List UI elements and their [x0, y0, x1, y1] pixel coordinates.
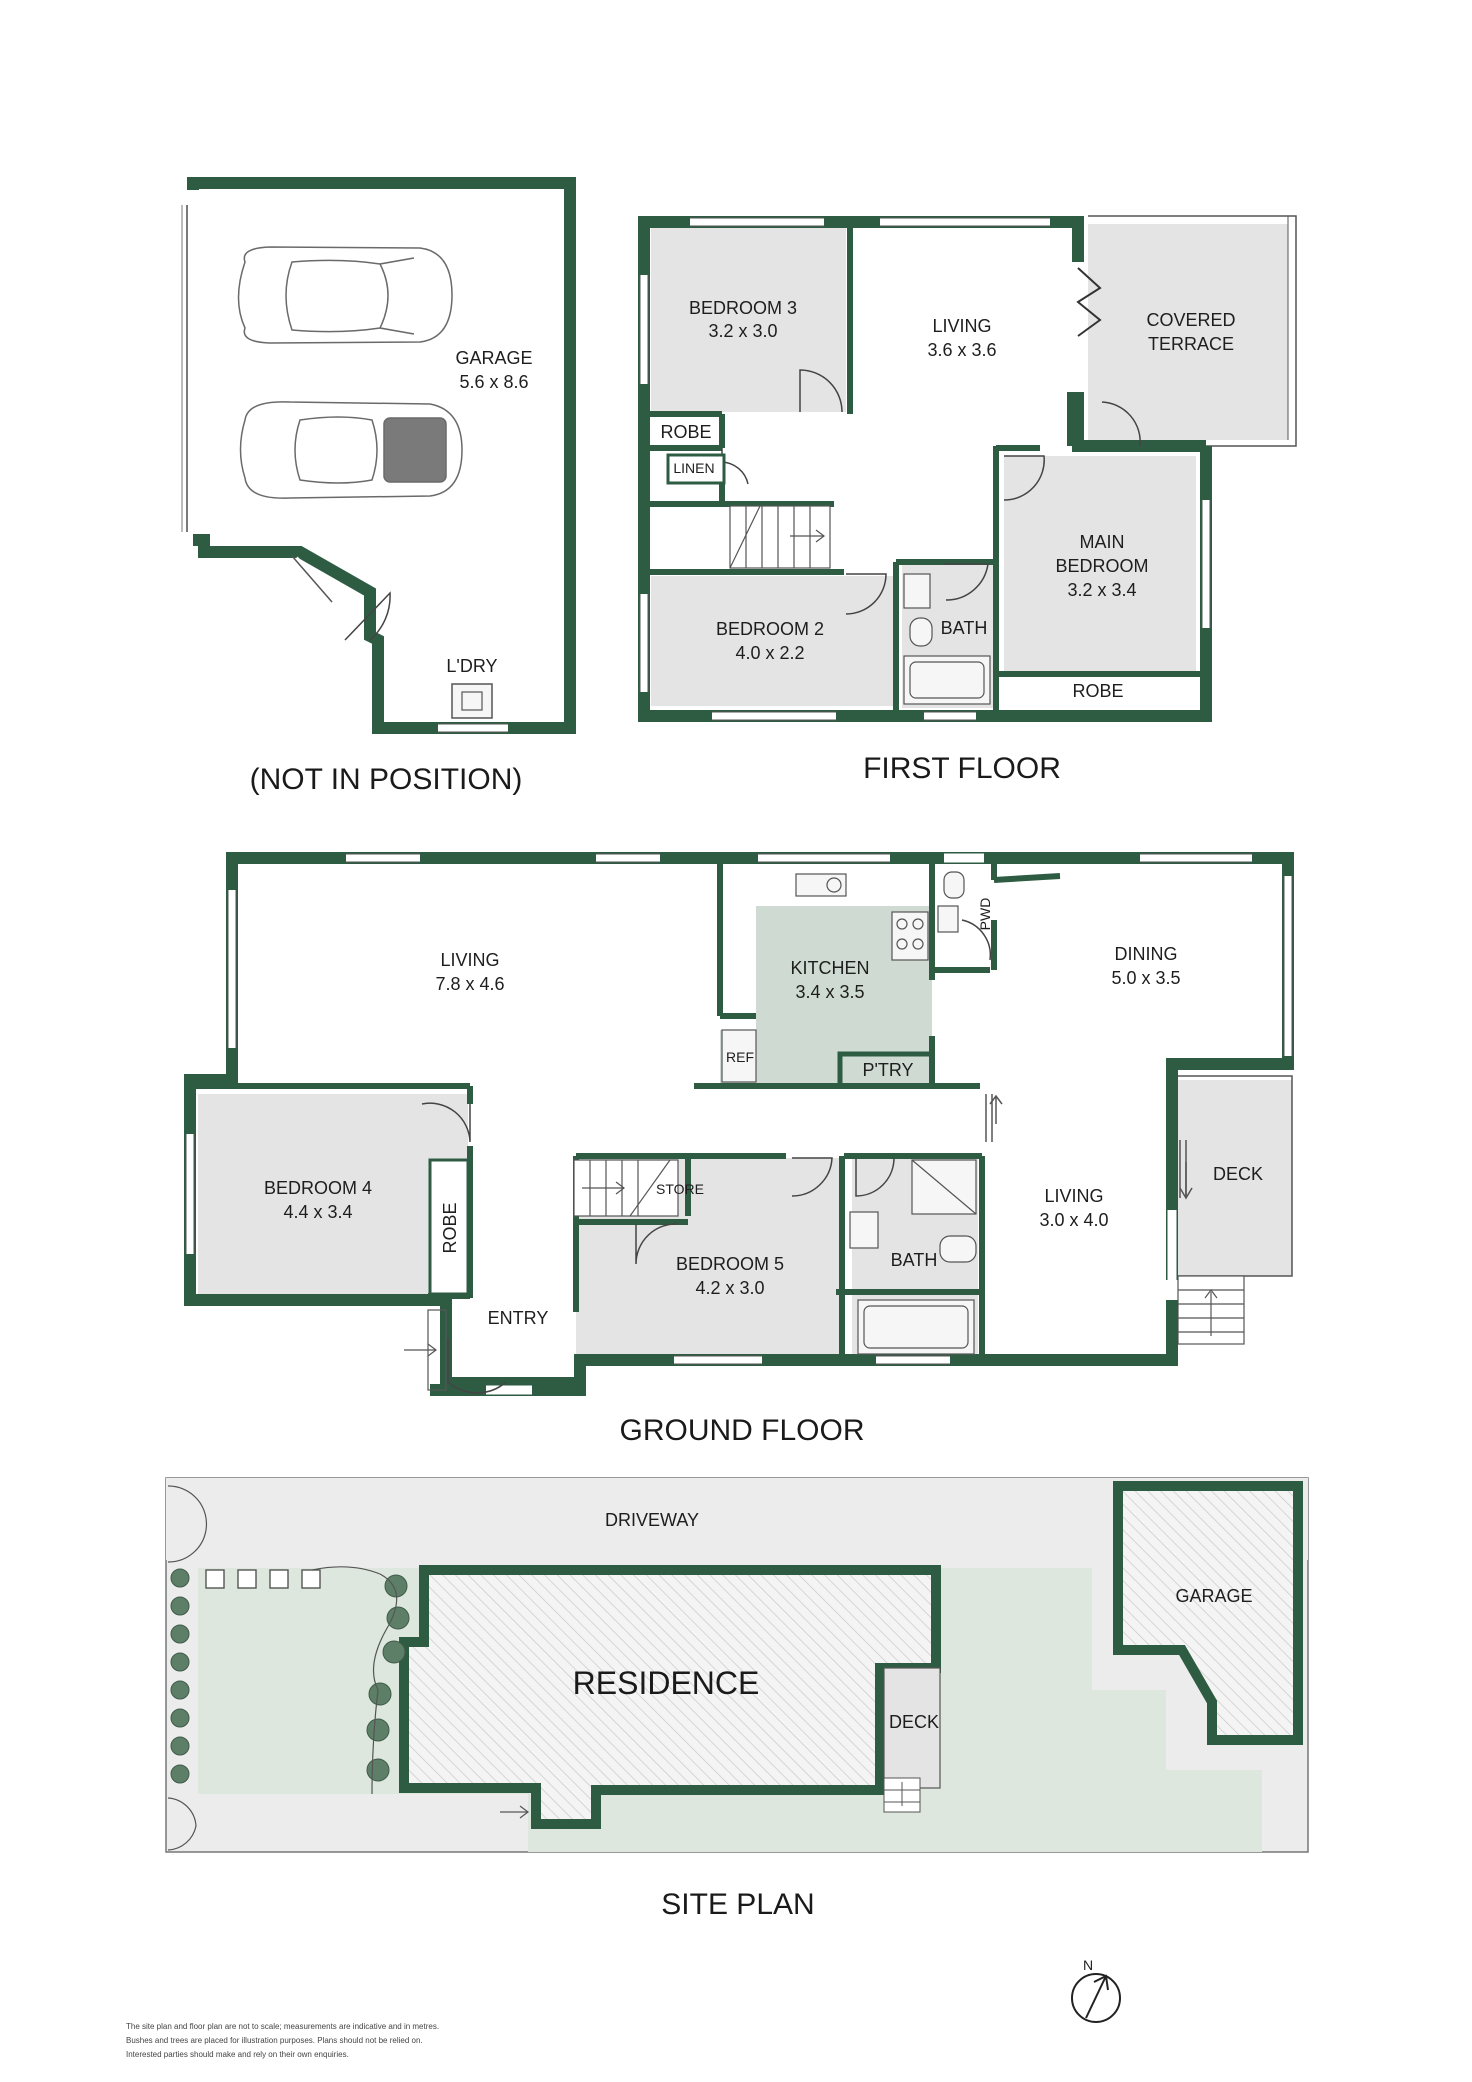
gf-bedroom5-name: BEDROOM 5 [676, 1254, 784, 1274]
gf-dining-dim: 5.0 x 3.5 [1111, 968, 1180, 988]
gf-entry: ENTRY [488, 1308, 549, 1328]
garage-plan: GARAGE 5.6 x 8.6 L'DRY (NOT IN POSITION) [181, 177, 576, 796]
garage-caption: (NOT IN POSITION) [250, 763, 523, 796]
gf-robe: ROBE [440, 1202, 460, 1253]
site-garage-footprint [1113, 1481, 1303, 1745]
gf-pwd: PWD [977, 898, 993, 931]
gf-kitchen-room [720, 906, 932, 1086]
gf-deck: DECK [1213, 1164, 1263, 1184]
gf-bath: BATH [891, 1250, 938, 1270]
gf-kitchen-dim: 3.4 x 3.5 [795, 982, 864, 1002]
ff-main-bed-name1: MAIN [1080, 532, 1125, 552]
ff-living-name: LIVING [932, 316, 991, 336]
ff-main-bed-dim: 3.2 x 3.4 [1067, 580, 1136, 600]
gf-ref: REF [726, 1049, 754, 1065]
ff-robe-bed3: ROBE [660, 422, 711, 442]
garage-wall [187, 177, 576, 734]
ff-bedroom2-name: BEDROOM 2 [716, 619, 824, 639]
garage-dim: 5.6 x 8.6 [459, 372, 528, 392]
ff-bedroom3-name: BEDROOM 3 [689, 298, 797, 318]
site-garage: GARAGE [1175, 1586, 1252, 1606]
ff-living-dim: 3.6 x 3.6 [927, 340, 996, 360]
ff-bedroom3-room [651, 228, 846, 412]
first-floor-caption: FIRST FLOOR [863, 752, 1061, 785]
ff-terrace-name2: TERRACE [1148, 334, 1234, 354]
site-plan: DRIVEWAY RESIDENCE GARAGE DECK SITE PLAN [165, 1477, 1309, 1921]
ff-bath: BATH [941, 618, 988, 638]
ff-main-bedroom-room [1004, 456, 1196, 674]
laundry-name: L'DRY [446, 656, 497, 676]
gf-deck-room [1178, 1080, 1292, 1276]
ff-bedroom2-room [651, 576, 893, 706]
gf-living-name: LIVING [440, 950, 499, 970]
ff-robe-main: ROBE [1072, 681, 1123, 701]
gf-bedroom4-dim: 4.4 x 3.4 [283, 1202, 352, 1222]
gf-living2-dim: 3.0 x 4.0 [1039, 1210, 1108, 1230]
site-plan-caption: SITE PLAN [661, 1888, 814, 1921]
first-floor-plan: BEDROOM 3 3.2 x 3.0 LIVING 3.6 x 3.6 COV… [638, 215, 1297, 785]
disclaimer-line-3: Interested parties should make and rely … [126, 2050, 349, 2059]
ff-bedroom2-dim: 4.0 x 2.2 [735, 643, 804, 663]
car-icon [239, 401, 463, 499]
ff-linen: LINEN [673, 460, 714, 476]
gf-bedroom5-dim: 4.2 x 3.0 [695, 1278, 764, 1298]
site-residence: RESIDENCE [573, 1665, 760, 1701]
ff-main-bed-name2: BEDROOM [1055, 556, 1148, 576]
ground-floor-caption: GROUND FLOOR [619, 1414, 864, 1447]
gf-kitchen-name: KITCHEN [790, 958, 869, 978]
gf-living2-name: LIVING [1044, 1186, 1103, 1206]
ff-terrace-room [1088, 224, 1288, 440]
ff-bedroom3-dim: 3.2 x 3.0 [708, 321, 777, 341]
car-icon [237, 246, 453, 344]
disclaimer-line-2: Bushes and trees are placed for illustra… [126, 2036, 423, 2045]
ground-floor-plan: LIVING 7.8 x 4.6 KITCHEN 3.4 x 3.5 REF P… [184, 852, 1294, 1447]
north-arrow-icon [1071, 1973, 1121, 2023]
gf-living-dim: 7.8 x 4.6 [435, 974, 504, 994]
site-deck: DECK [889, 1712, 939, 1732]
gf-bedroom4-room [198, 1094, 468, 1294]
gf-dining-name: DINING [1115, 944, 1178, 964]
ff-terrace-name1: COVERED [1146, 310, 1235, 330]
site-driveway: DRIVEWAY [605, 1510, 699, 1530]
gf-store: STORE [656, 1181, 704, 1197]
north-label: N [1083, 1957, 1093, 1973]
garage-name: GARAGE [455, 348, 532, 368]
ff-exterior-wall [638, 216, 1212, 722]
gf-pantry: P'TRY [862, 1060, 913, 1080]
gf-bedroom4-name: BEDROOM 4 [264, 1178, 372, 1198]
disclaimer-line-1: The site plan and floor plan are not to … [126, 2022, 440, 2031]
